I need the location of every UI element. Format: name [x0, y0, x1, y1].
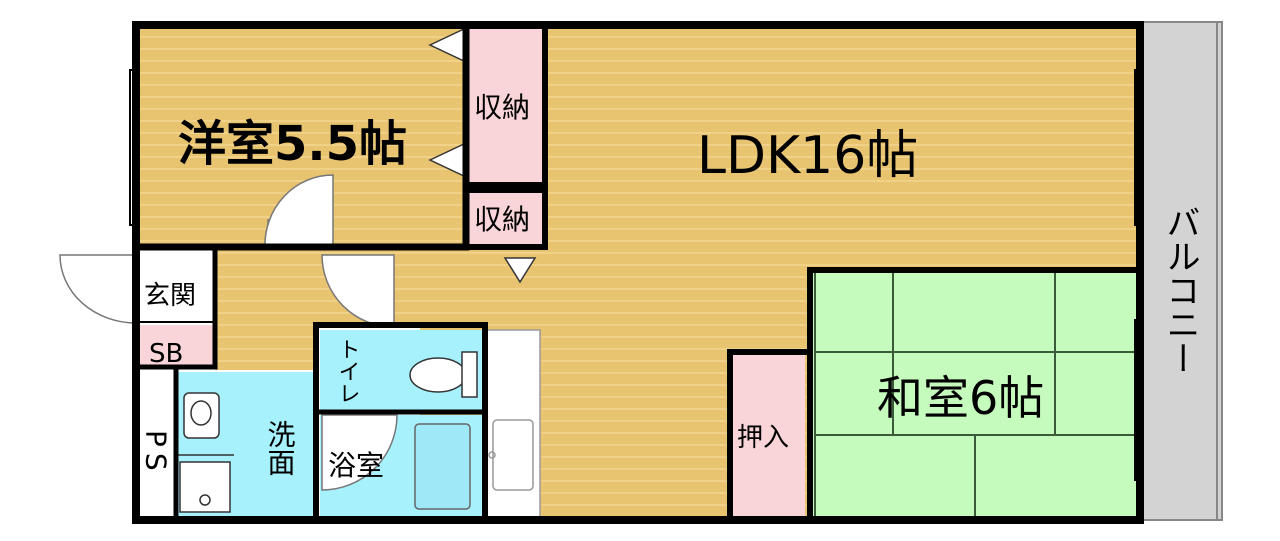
- balcony: [1139, 21, 1223, 521]
- label-shoe-box: SB: [149, 339, 183, 369]
- ldk-area: [545, 25, 1140, 270]
- storage-1: [466, 25, 545, 185]
- label-western: 洋室5.5帖: [178, 116, 407, 172]
- label-toilet: トイレ: [335, 338, 360, 404]
- entrance: [136, 250, 215, 325]
- label-pipe-space: PS: [140, 430, 173, 477]
- label-washroom: 洗面: [264, 420, 297, 476]
- washing-machine: [179, 461, 231, 513]
- hallway-lower: [215, 320, 315, 370]
- door-entrance[interactable]: [59, 254, 137, 324]
- label-closet: 押入: [737, 423, 789, 453]
- storage-2: [466, 190, 545, 245]
- label-entrance: 玄関: [144, 281, 196, 311]
- kitchen-sink: [492, 419, 534, 491]
- shoe-box: [136, 325, 215, 367]
- closet: [730, 352, 805, 520]
- door-western[interactable]: [264, 174, 334, 248]
- bathtub: [414, 423, 471, 510]
- wash-basin: [183, 392, 220, 439]
- label-storage-2: 収納: [474, 203, 530, 236]
- door-bath[interactable]: [321, 414, 398, 491]
- label-storage-1: 収納: [474, 91, 530, 124]
- label-bathroom: 浴室: [328, 449, 384, 482]
- label-japanese: 和室6帖: [877, 371, 1044, 425]
- label-ldk: LDK16帖: [697, 126, 918, 186]
- label-balcony: バルコニー: [1160, 205, 1200, 375]
- pipe-space: [136, 372, 176, 520]
- toilet-fixture: [409, 357, 467, 393]
